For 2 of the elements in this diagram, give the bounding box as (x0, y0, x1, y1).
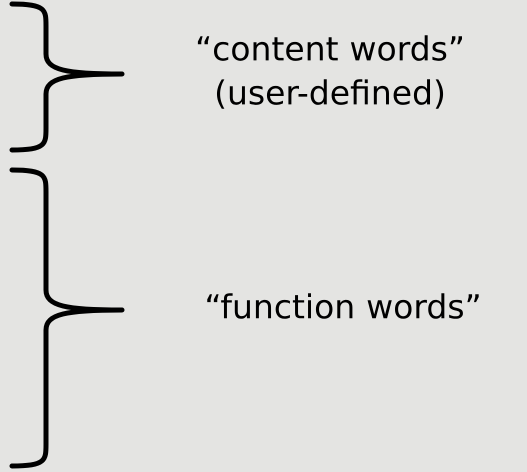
label-text: “function words” (207, 293, 479, 319)
label-text: “content words” (user-defined) (198, 35, 462, 109)
